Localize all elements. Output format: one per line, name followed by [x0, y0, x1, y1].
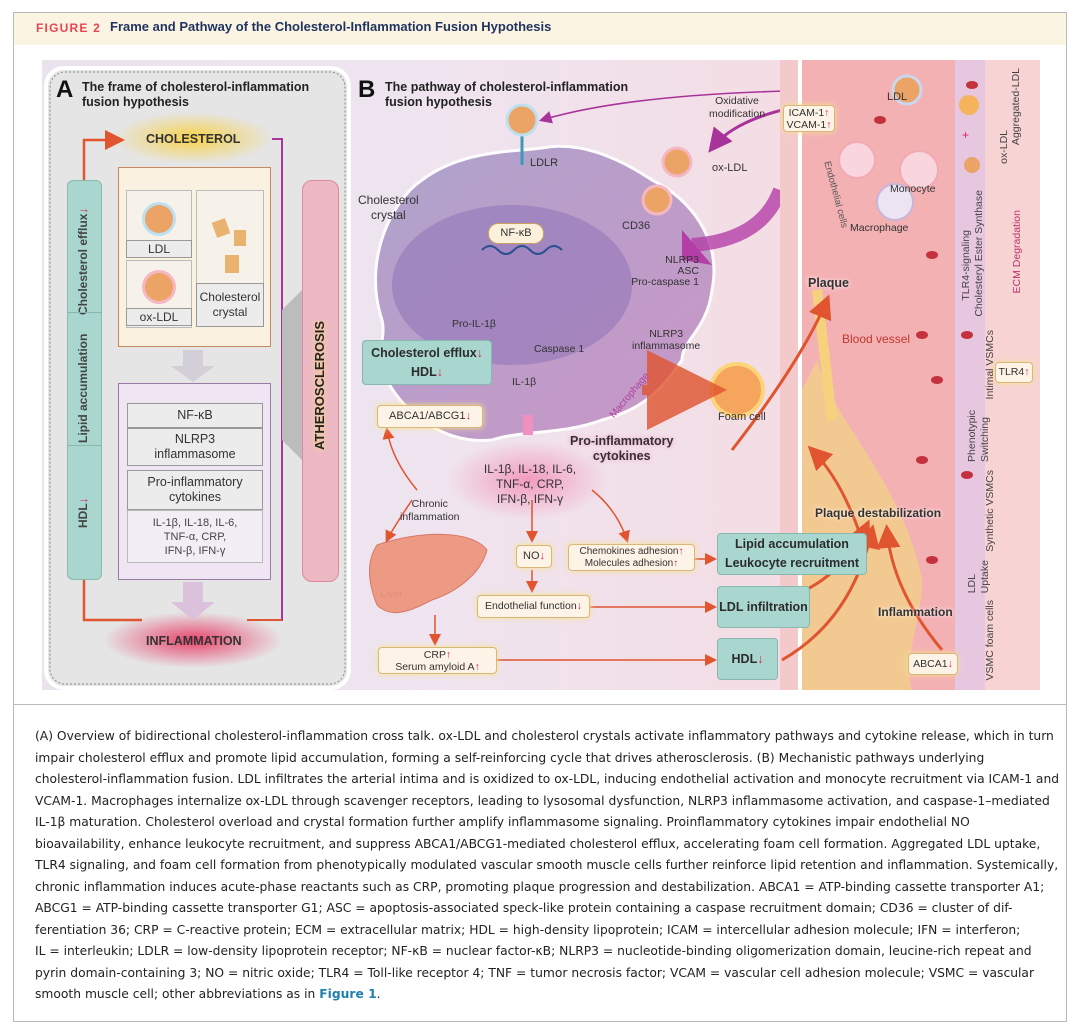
caption-line: bioavailability, enhance leukocyte recru… — [35, 836, 1041, 851]
ldl-particle-icon — [145, 205, 173, 233]
crystal-label: Cholesterol crystal — [196, 283, 264, 327]
nfkb-label: NF-κB — [127, 403, 263, 428]
vsmc-foam-cells-label: VSMC foam cells — [984, 600, 996, 681]
abca1-box: ABCA1↓ — [908, 653, 958, 675]
cytokine-list: IL-1β, IL-18, IL-6,TNF-α, CRP,IFN-β, IFN… — [127, 510, 263, 563]
caspase-1-label: Caspase 1 — [534, 343, 585, 355]
panel-a-letter: A — [56, 76, 74, 103]
side-bar-lipid: Lipid accumulation — [76, 333, 90, 443]
side-bar-divider — [67, 312, 102, 313]
pro-il1b-label: Pro-IL-1β — [452, 318, 496, 330]
caption-line: VCAM-1. Macrophages internalize ox-LDL t… — [35, 793, 1050, 808]
ldlr-label: LDLR — [530, 157, 559, 169]
foam-cell-label: Foam cell — [718, 411, 766, 423]
inflammation-label: INFLAMMATION — [146, 634, 242, 648]
caption-line: smooth muscle cell; other abbreviations … — [35, 987, 381, 1001]
crp-box: CRP↑ Serum amyloid A↑ — [378, 647, 497, 674]
side-bar-efflux: Cholesterol efflux↓ — [76, 207, 90, 315]
cholesterol-label: CHOLESTEROL — [146, 132, 241, 146]
endothelial-function-box: Endothelial function↓ — [477, 595, 590, 618]
panel-a-title-line: fusion hypothesis — [82, 95, 189, 109]
panel-a-title-line: The frame of cholesterol-inflammation — [82, 80, 310, 94]
chemokines-box: Chemokines adhesion↑ Molecules adhesion↑ — [568, 544, 695, 571]
caption-line: TLR4 signaling, and foam cell formation … — [35, 858, 1059, 872]
cholesterol-efflux-box: Cholesterol efflux↓ HDL↓ — [362, 340, 492, 385]
ecm-degradation-label: ECM Degradation — [1011, 210, 1023, 294]
caption-line: IL-1β maturation. Cholesterol overload a… — [35, 815, 970, 829]
ox-ldl-vessel-label: ox-LDL — [998, 130, 1010, 164]
tlr4-signaling-label: TLR4-signaling — [960, 230, 972, 301]
caption-line: chronic inflammation induces acute-phase… — [35, 879, 1045, 894]
panel-b-title: The pathway of cholesterol-inflammation … — [385, 80, 628, 110]
ldl-label: LDL — [126, 240, 192, 258]
il1b-label: IL-1β — [512, 376, 537, 388]
ox-ldl-b-label: ox-LDL — [712, 162, 748, 174]
atherosclerosis-bar — [302, 180, 339, 582]
atherosclerosis-label: ATHEROSCLEROSIS — [312, 320, 327, 450]
figure-frame — [13, 12, 1067, 1022]
figure-1-link[interactable]: Figure 1 — [319, 987, 377, 1001]
side-bar-divider — [67, 445, 102, 446]
liver-label: Liver — [380, 588, 403, 600]
caption-divider — [14, 704, 1066, 705]
ldl-infiltration-box: LDL infiltration — [717, 586, 810, 628]
nfkb-pill: NF-κB — [488, 223, 544, 244]
aggregated-ldl-label: Aggregated-LDL — [1010, 68, 1022, 146]
plaque-label: Plaque — [808, 276, 849, 290]
plaque-destabilization-label: Plaque destabilization — [815, 506, 942, 520]
panel-a-title: The frame of cholesterol-inflammation fu… — [82, 80, 309, 110]
figure-illustration: A The frame of cholesterol-inflammation … — [42, 60, 1040, 690]
synthetic-vsmcs-label: Synthetic VSMCs — [984, 470, 996, 552]
cytokine-list-b: IL-1β, IL-18, IL-6,TNF-α, CRP,IFN-β, IFN… — [483, 462, 577, 506]
caption-line: ferentiation 36; CRP = C-reactive protei… — [35, 922, 1021, 937]
cd36-label: CD36 — [622, 220, 651, 232]
caption-line: pyrin domain-containing 3; NO = nitric o… — [35, 965, 1035, 980]
crystal-icon — [234, 230, 246, 246]
hdl-box: HDL↓ — [717, 638, 778, 680]
caption-line: (A) Overview of bidirectional cholestero… — [35, 729, 1054, 743]
no-box: NO↓ — [516, 545, 552, 568]
figure-title: Frame and Pathway of the Cholesterol-Inf… — [110, 19, 552, 34]
abca-abcg-box: ABCA1/ABCG1↓ — [377, 405, 483, 428]
ox-ldl-label: ox-LDL — [126, 308, 192, 326]
tlr4-box: TLR4↑ — [995, 362, 1033, 383]
monocyte-label: Monocyte — [890, 183, 936, 195]
crystal-icon — [225, 255, 239, 273]
panel-b-title-line: fusion hypothesis — [385, 95, 492, 109]
inflammation-vessel-label: Inflammation — [878, 605, 953, 619]
figure-header — [14, 13, 1066, 45]
plus-sign: + — [962, 128, 970, 142]
blood-vessel-label: Blood vessel — [842, 332, 911, 346]
ox-ldl-particle-icon — [145, 273, 173, 301]
side-bar — [67, 180, 102, 580]
panel-b-letter: B — [358, 76, 376, 103]
figure-caption: (A) Overview of bidirectional cholestero… — [35, 726, 1059, 1006]
ester-synthase-label: Cholesteryl Ester Synthase — [973, 190, 985, 317]
caption-line: cholesterol-inflammation fusion. LDL inf… — [35, 772, 1060, 786]
caption-line: IL = interleukin; LDLR = low-density lip… — [35, 944, 1032, 958]
side-bar-hdl: HDL↓ — [76, 497, 90, 528]
icam-vcam-box: ICAM-1↑ VCAM-1↑ — [783, 105, 835, 132]
intimal-vsmcs-label: Intimal VSMCs — [984, 330, 996, 400]
figure-label: FIGURE 2 — [36, 21, 101, 35]
caption-line: impair cholesterol efflux and promote li… — [35, 750, 985, 765]
panel-b-title-line: The pathway of cholesterol-inflammation — [385, 80, 629, 94]
vessel-ldl-label: LDL — [887, 91, 908, 103]
macrophage-label: Macrophage — [850, 222, 909, 234]
caption-line: ABCG1 = ATP-binding cassette transporter… — [35, 901, 1013, 915]
